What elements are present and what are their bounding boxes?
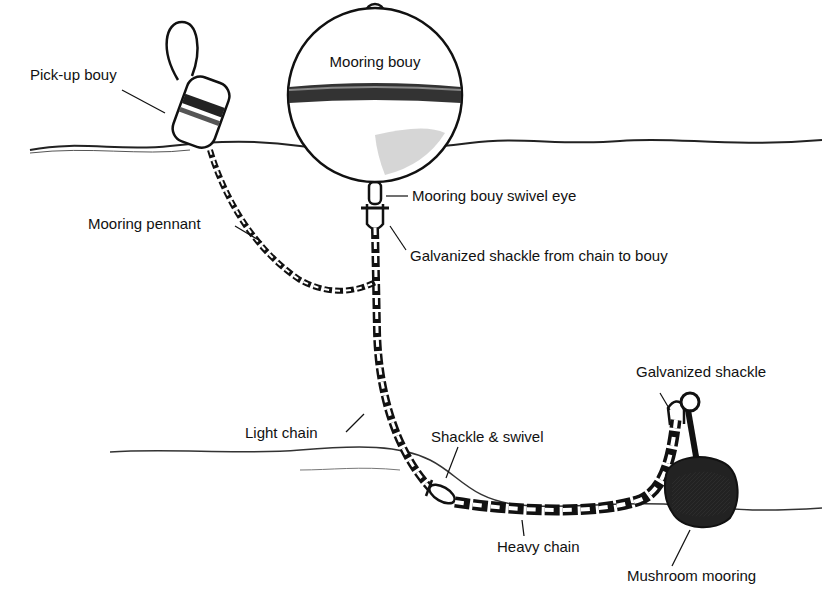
part-label: Light chain	[245, 424, 318, 441]
leader-line	[446, 447, 458, 478]
pickup-loop	[167, 22, 198, 80]
leader-line	[672, 530, 690, 566]
sea-bed	[300, 468, 400, 470]
swivel-eye	[369, 182, 381, 204]
leader-line	[522, 520, 524, 536]
mushroom-eye	[681, 393, 699, 411]
part-label: Mooring bouy swivel eye	[412, 187, 576, 204]
leader-line	[660, 393, 670, 410]
part-label: Heavy chain	[497, 538, 580, 555]
part-label: Mushroom mooring	[627, 567, 756, 584]
leader-line	[390, 226, 406, 250]
light-chain	[375, 228, 430, 488]
leader-line	[386, 195, 408, 196]
light-chain	[375, 228, 430, 488]
buoy-sphere	[285, 5, 465, 185]
part-label: Galvanized shackle	[636, 363, 766, 380]
pickup-buoy	[169, 73, 234, 152]
shackle-pin	[361, 207, 389, 210]
mushroom-mooring	[672, 472, 730, 517]
mushroom-mooring	[665, 457, 738, 527]
buoy-label: Mooring bouy	[285, 53, 465, 70]
mooring-buoy: Mooring bouy	[285, 5, 465, 185]
leader-line	[235, 226, 262, 242]
leader-line	[346, 414, 364, 432]
part-label: Shackle & swivel	[431, 428, 544, 445]
part-label: Pick-up bouy	[30, 66, 117, 83]
water-surface	[30, 150, 190, 153]
shackle-pin	[426, 480, 432, 496]
part-label: Galvanized shackle from chain to bouy	[410, 247, 668, 264]
part-label: Mooring pennant	[88, 215, 201, 232]
shackle-swivel	[426, 481, 457, 507]
leader-line	[122, 90, 165, 113]
